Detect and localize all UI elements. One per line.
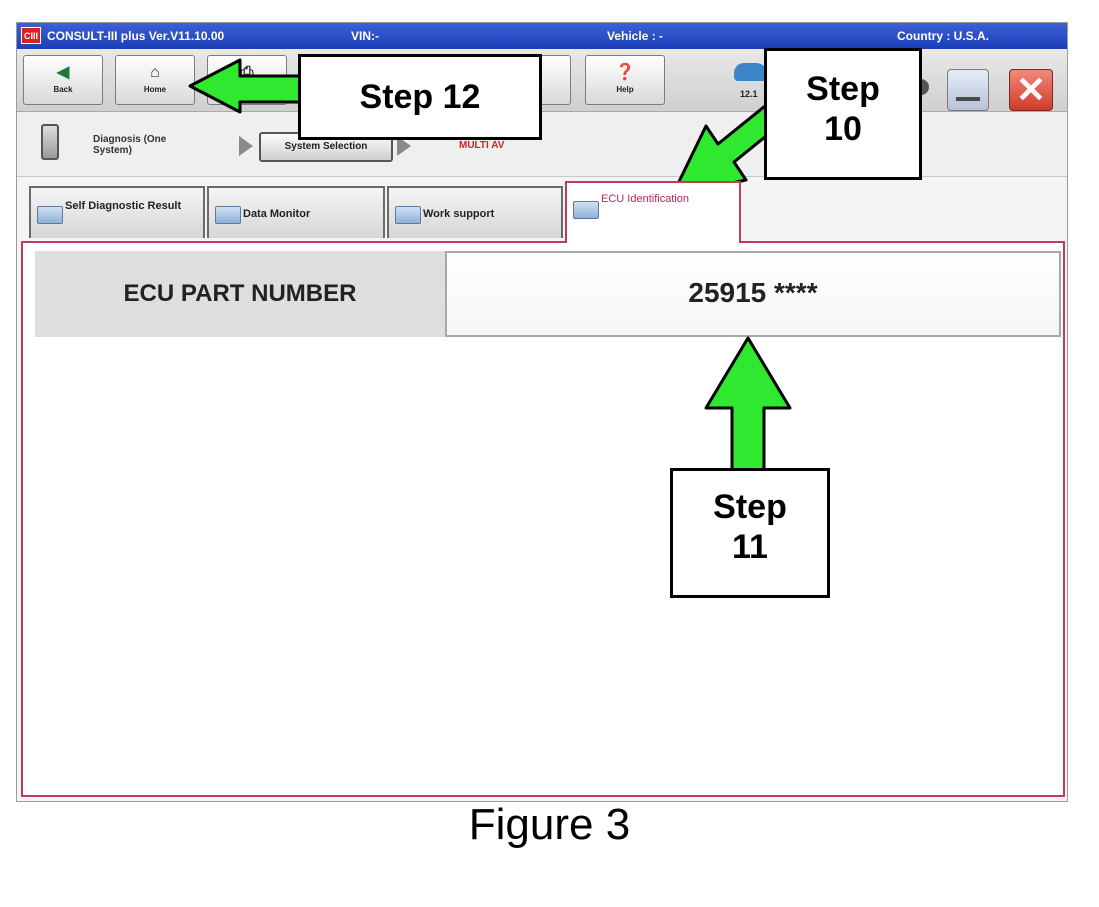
step11-text-line2: 11 bbox=[732, 528, 768, 566]
print-icon: ⎙ bbox=[240, 64, 254, 81]
diagnostic-icon bbox=[37, 206, 63, 224]
step12-text: Step 12 bbox=[359, 78, 481, 116]
help-button[interactable]: ❓ Help bbox=[585, 55, 665, 105]
breadcrumb-separator-icon bbox=[239, 136, 253, 156]
step12-callout: Step 12 bbox=[298, 54, 542, 140]
app-title: CONSULT-III plus Ver.V11.10.00 bbox=[47, 29, 225, 43]
tab-bar: Self Diagnostic Result Data Monitor Work… bbox=[17, 177, 1067, 243]
step11-text-line1: Step bbox=[713, 488, 787, 526]
help-icon: ❓ bbox=[615, 64, 635, 81]
step10-callout: Step 10 bbox=[764, 48, 922, 180]
country-label: Country : U.S.A. bbox=[897, 29, 989, 43]
print-button[interactable]: ⎙ bbox=[207, 55, 287, 105]
diagnosis-device-icon bbox=[41, 124, 59, 160]
home-icon: ⌂ bbox=[150, 64, 160, 81]
figure-caption: Figure 3 bbox=[468, 800, 631, 849]
ecu-part-number-value: 25915 **** bbox=[445, 251, 1061, 337]
tab-label: Work support bbox=[423, 208, 495, 220]
step10-text-line2: 10 bbox=[824, 110, 862, 148]
title-bar: CIII CONSULT-III plus Ver.V11.10.00 VIN:… bbox=[17, 23, 1067, 49]
breadcrumb-diagnosis[interactable]: Diagnosis (One System) bbox=[93, 134, 167, 156]
vehicle-label: Vehicle : - bbox=[607, 29, 664, 43]
home-label: Home bbox=[143, 85, 167, 94]
back-arrow-icon: ◀ bbox=[56, 64, 70, 81]
vin-label: VIN:- bbox=[351, 29, 379, 43]
minimize-button[interactable] bbox=[947, 69, 989, 111]
step11-callout: Step 11 bbox=[670, 468, 830, 598]
step10-text-line1: Step bbox=[806, 70, 880, 108]
consult-logo-icon: CIII bbox=[21, 27, 41, 44]
work-support-icon bbox=[395, 206, 421, 224]
ecu-part-number-label: ECU PART NUMBER bbox=[35, 251, 445, 337]
monitor-icon bbox=[215, 206, 241, 224]
close-button[interactable]: ✕ bbox=[1009, 69, 1053, 111]
home-button[interactable]: ⌂ Home bbox=[115, 55, 195, 105]
ecu-identification-panel: ECU PART NUMBER 25915 **** bbox=[21, 241, 1065, 797]
help-label: Help bbox=[616, 85, 634, 94]
car-icon bbox=[734, 63, 768, 81]
tab-work-support[interactable]: Work support bbox=[387, 186, 563, 238]
voltage-readout: 12.1 bbox=[740, 89, 758, 99]
tab-label: ECU Identification bbox=[601, 193, 690, 205]
back-button[interactable]: ◀ Back bbox=[23, 55, 103, 105]
ecu-icon bbox=[573, 201, 599, 219]
vehicle-battery-status: 12.1 bbox=[730, 57, 800, 105]
back-label: Back bbox=[53, 85, 73, 94]
breadcrumb-system: MULTI AV bbox=[459, 140, 505, 151]
tab-label: Self Diagnostic Result bbox=[65, 200, 182, 212]
tab-self-diagnostic-result[interactable]: Self Diagnostic Result bbox=[29, 186, 205, 238]
tab-data-monitor[interactable]: Data Monitor bbox=[207, 186, 385, 238]
breadcrumb-separator-icon bbox=[397, 136, 411, 156]
tab-ecu-identification[interactable]: ECU Identification bbox=[565, 181, 741, 243]
tab-label: Data Monitor bbox=[243, 208, 311, 220]
